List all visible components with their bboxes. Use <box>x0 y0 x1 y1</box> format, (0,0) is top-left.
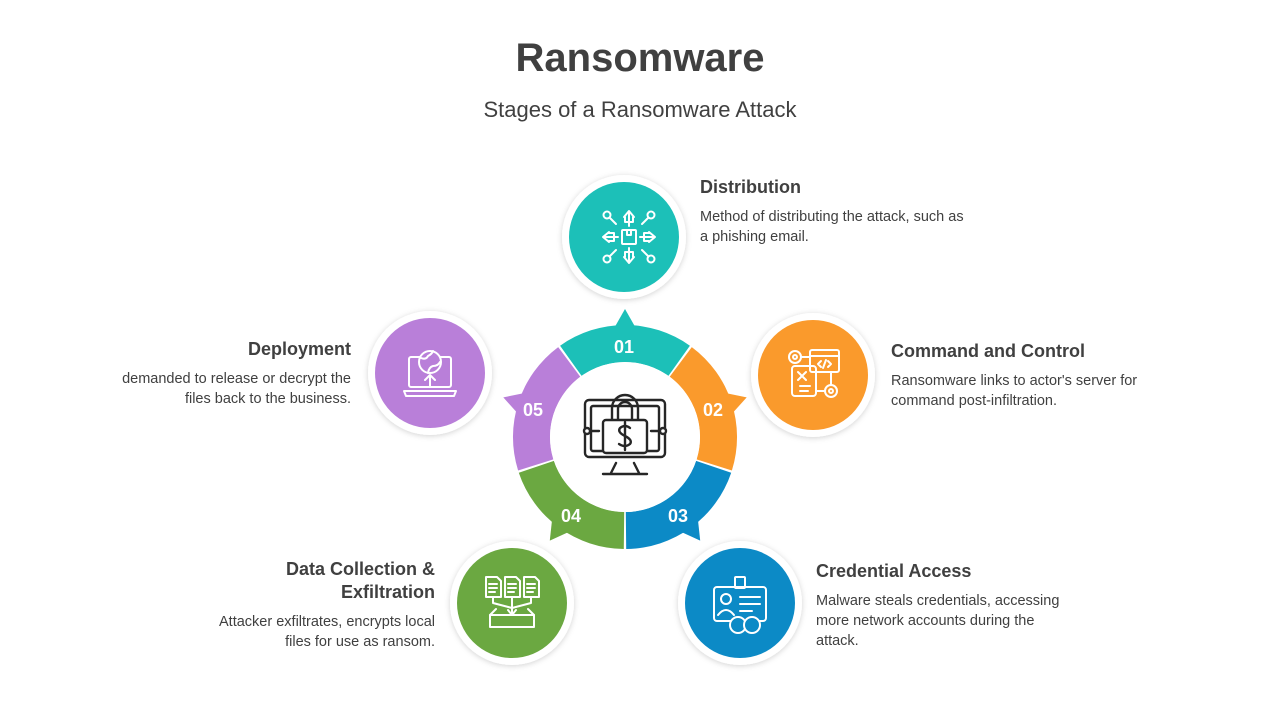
stage-title-04: Data Collection & Exfiltration <box>285 559 435 602</box>
ring-pointer-04 <box>549 519 570 541</box>
stage-title-03: Credential Access <box>816 561 972 581</box>
ring-pointer-05 <box>503 393 525 414</box>
stage-bubble-05 <box>368 311 492 435</box>
stage-bubble-03 <box>678 541 802 665</box>
distribution-arrows-icon <box>602 210 656 264</box>
stage-description-04: Attacker exfiltrates, encrypts local fil… <box>219 614 435 650</box>
ring-segment-05 <box>503 347 581 471</box>
ring-segment-01 <box>560 309 690 376</box>
ransom-lock-monitor-icon <box>582 393 668 476</box>
stage-title-02: Command and Control <box>891 341 1085 361</box>
stage-number-02: 02 <box>703 400 723 420</box>
stage-text-02: Command and Control Ransomware links to … <box>891 340 1181 411</box>
stage-bubble-01 <box>562 175 686 299</box>
stage-text-05: Deployment demanded to release or decryp… <box>110 338 351 409</box>
page-subtitle: Stages of a Ransomware Attack <box>483 97 797 122</box>
ring-pointer-03 <box>680 519 701 541</box>
file-transfer-icon <box>485 576 540 628</box>
ring-segment-04 <box>518 460 625 549</box>
stage-description-03: Malware steals credentials, accessing mo… <box>816 593 1060 649</box>
ring-pointer-02 <box>725 393 747 414</box>
page-title: Ransomware <box>515 36 765 80</box>
stage-bubble-02 <box>751 313 875 437</box>
command-control-icon <box>788 349 840 398</box>
stage-description-01: Method of distributing the attack, such … <box>700 209 964 245</box>
id-badge-icon <box>713 576 767 634</box>
stage-number-01: 01 <box>614 337 634 357</box>
ring-segment-02 <box>669 347 747 471</box>
stage-text-01: Distribution Method of distributing the … <box>700 176 970 247</box>
laptop-upload-icon <box>403 350 457 397</box>
stage-number-03: 03 <box>668 506 688 526</box>
stage-text-03: Credential Access Malware steals credent… <box>816 560 1078 651</box>
ring-pointer-01 <box>614 309 636 328</box>
stage-number-04: 04 <box>561 506 581 526</box>
stage-number-05: 05 <box>523 400 543 420</box>
stage-title-05: Deployment <box>247 339 351 359</box>
stage-text-04: Data Collection & Exfiltration Attacker … <box>190 558 435 652</box>
stage-description-02: Ransomware links to actor's server for c… <box>891 373 1138 409</box>
stage-bubble-04 <box>450 541 574 665</box>
stage-title-01: Distribution <box>700 177 801 197</box>
ring-segment-03 <box>625 460 732 549</box>
stage-description-05: demanded to release or decrypt the files… <box>122 371 351 407</box>
